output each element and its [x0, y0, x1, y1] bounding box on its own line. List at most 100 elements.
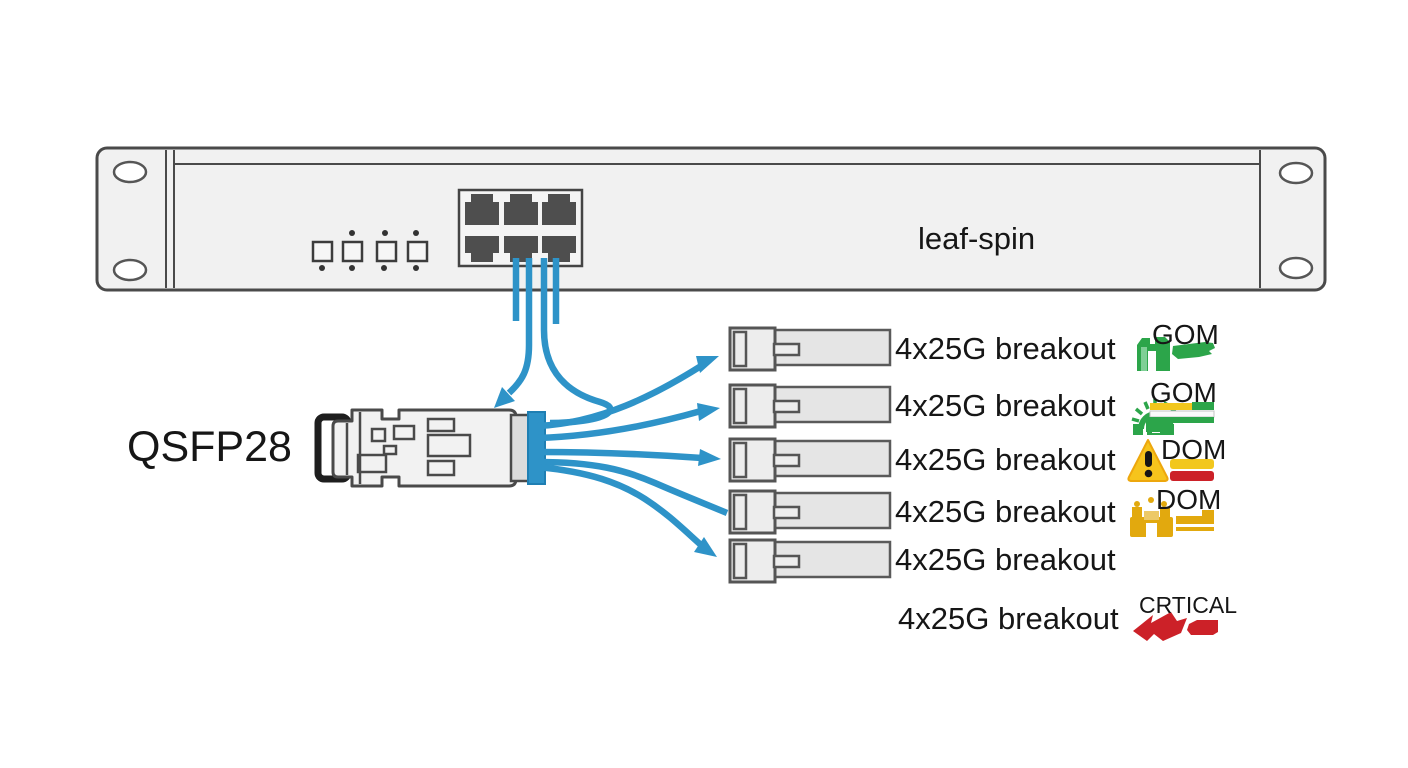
fanout-line-1 — [537, 363, 703, 430]
exclamation-bar — [1145, 451, 1152, 467]
screw-hole-top-left — [112, 160, 148, 184]
castle-dot — [1161, 501, 1167, 507]
yellow-layer-bar — [1150, 403, 1196, 410]
led-dot — [413, 265, 419, 271]
amber-bar-icon — [1176, 510, 1214, 524]
module-cap-inner — [732, 441, 748, 479]
qsfp28-transceiver — [314, 408, 546, 488]
arrowhead-breakout-3 — [698, 449, 721, 466]
green-layer-bar — [1146, 417, 1214, 423]
castle-slot — [1146, 523, 1157, 537]
breakout-module-1 — [728, 326, 892, 372]
green-bar-icon — [1172, 342, 1215, 359]
breakout-label-3: 4x25G breakout — [895, 442, 1116, 477]
castle-tower-right — [1160, 507, 1170, 518]
module-tab — [772, 505, 801, 520]
sunburst-base-left — [1133, 424, 1143, 435]
module-tab — [772, 453, 801, 468]
module-tab — [772, 399, 801, 414]
module-cap-inner — [732, 542, 748, 580]
breakout-module-2 — [728, 383, 892, 429]
led-square-2 — [341, 240, 364, 263]
gate-highlight — [1141, 347, 1147, 371]
breakout-label-2: 4x25G breakout — [895, 388, 1116, 423]
chassis-outline — [95, 146, 1327, 292]
breakout-module-5 — [728, 538, 892, 584]
led-dot — [349, 265, 355, 271]
switch-label: leaf-spin — [918, 221, 1036, 256]
rj45-port-bottom-3 — [542, 236, 576, 262]
red-status-bar — [1170, 471, 1214, 481]
module-tab — [772, 342, 801, 357]
fanout-line-5 — [537, 463, 704, 548]
led-square-1 — [311, 240, 334, 263]
body-detail — [426, 433, 472, 458]
status-text-1: GOM — [1152, 319, 1219, 350]
led-dot — [381, 265, 387, 271]
led-dot — [413, 230, 419, 236]
led-dot — [349, 230, 355, 236]
led-square-4 — [406, 240, 429, 263]
amber-underline-icon — [1176, 527, 1214, 531]
status-icon-gom-2 — [1131, 399, 1215, 435]
fanout-line-2 — [537, 407, 702, 442]
castle-tower-left — [1132, 507, 1142, 518]
status-icon-dom-4 — [1130, 497, 1214, 537]
body-detail — [392, 424, 416, 441]
status-text-2: GOM — [1150, 377, 1217, 408]
rj45-port-bottom-1 — [465, 236, 499, 262]
rj45-port-top-2 — [504, 194, 538, 225]
green-layer-cap — [1192, 402, 1214, 410]
body-detail — [426, 417, 456, 433]
gate-slot — [1148, 351, 1156, 371]
rj45-port-block — [457, 188, 584, 268]
status-text-6: CRTICAL — [1139, 592, 1237, 618]
red-bar-icon — [1187, 620, 1218, 635]
rj45-port-bottom-2 — [504, 236, 538, 262]
breakout-label-4: 4x25G breakout — [895, 494, 1116, 529]
led-dot — [382, 230, 388, 236]
module-cap-inner — [732, 493, 748, 531]
breakout-label-6: 4x25G breakout — [898, 601, 1119, 636]
body-detail — [370, 427, 387, 443]
breakout-label-5: 4x25G breakout — [895, 542, 1116, 577]
arrowhead-to-qsfp — [494, 387, 515, 408]
status-icon-dom-3 — [1127, 439, 1214, 482]
yellow-status-bar — [1170, 459, 1214, 469]
led-square-3 — [375, 240, 398, 263]
led-dot — [319, 265, 325, 271]
castle-center-block — [1144, 511, 1159, 520]
rear-collar — [509, 413, 531, 483]
module-cap-inner — [732, 387, 748, 425]
led-indicators — [311, 230, 429, 271]
arrowhead-breakout-2 — [697, 403, 720, 421]
screw-hole-top-right — [1278, 161, 1314, 185]
white-layer-bar — [1149, 410, 1215, 418]
body-detail — [382, 444, 398, 456]
fanout-line-4 — [537, 458, 729, 516]
arrowhead-breakout-1 — [696, 356, 719, 373]
status-icon-critical-6 — [1133, 612, 1218, 641]
castle-dot — [1148, 497, 1154, 503]
arrowhead-breakout-5 — [694, 537, 717, 557]
status-text-4: DOM — [1156, 484, 1222, 515]
qsfp28-label: QSFP28 — [127, 423, 292, 471]
green-layer-block — [1146, 423, 1172, 432]
screw-hole-bottom-right — [1278, 256, 1314, 280]
breakout-module-3 — [728, 437, 892, 483]
status-text-3: DOM — [1161, 434, 1227, 465]
fanout-line-3 — [537, 448, 703, 462]
rj45-port-top-1 — [465, 194, 499, 225]
breakout-module-4 — [728, 489, 892, 535]
module-cap-inner — [732, 330, 748, 368]
exclamation-dot — [1144, 469, 1153, 478]
body-detail — [426, 459, 456, 477]
red-arrow-icon — [1133, 612, 1187, 641]
rj45-port-top-3 — [542, 194, 576, 225]
castle-dot — [1134, 501, 1140, 507]
body-detail — [356, 453, 388, 474]
breakout-fanout-cables — [537, 356, 729, 557]
status-icon-gom-1 — [1137, 337, 1215, 371]
